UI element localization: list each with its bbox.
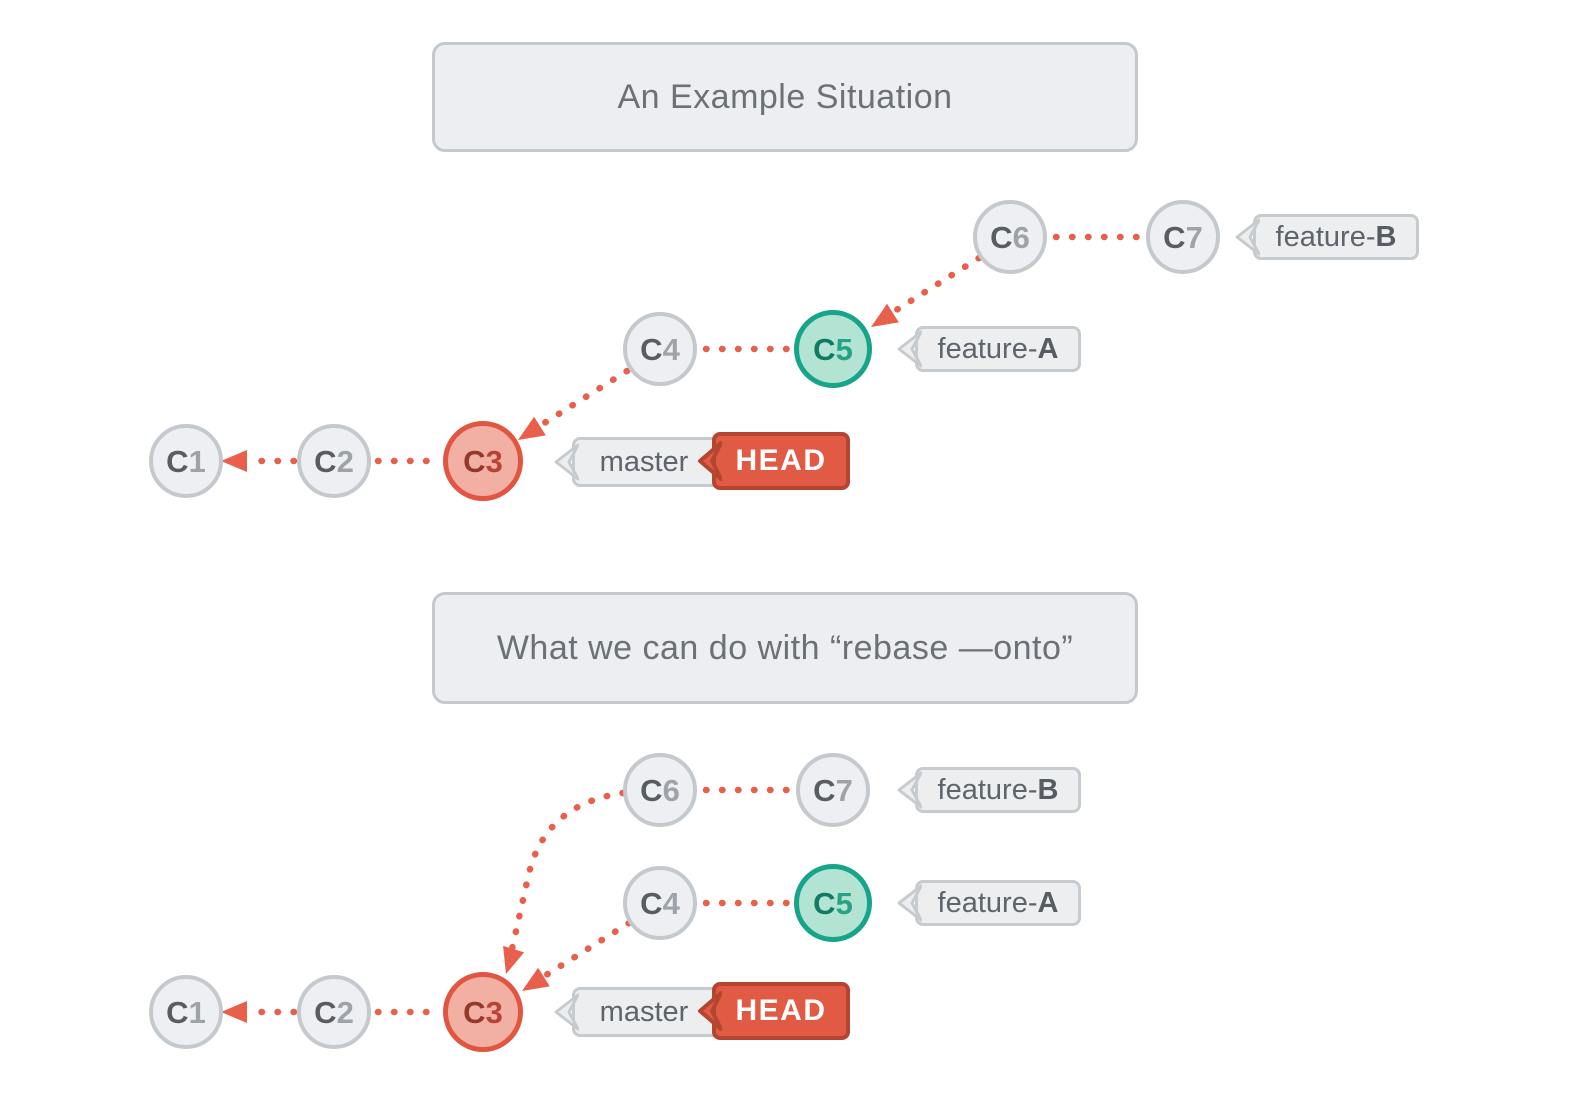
branch-label-top-feature-a: feature-A <box>897 326 1081 372</box>
commit-digit: 6 <box>1012 219 1030 255</box>
commit-digit: 6 <box>662 772 680 808</box>
arrowhead-icon <box>518 416 546 440</box>
bubble-tail-icon <box>897 330 922 368</box>
branch-label-text: master <box>599 445 689 478</box>
commit-letter: C <box>990 219 1013 255</box>
commit-letter: C <box>314 994 337 1030</box>
branch-label-text: feature-B <box>937 773 1059 806</box>
commit-digit: 5 <box>835 331 853 367</box>
title-text: What we can do with “rebase —onto” <box>496 628 1074 667</box>
commit-letter: C <box>166 443 189 479</box>
head-label-top: HEAD <box>698 432 850 490</box>
branch-label-text: master <box>599 995 689 1028</box>
commit-digit: 1 <box>188 994 206 1030</box>
branch-label-bottom-feature-a: feature-A <box>897 880 1081 926</box>
branch-label-text: feature-A <box>937 886 1059 919</box>
commit-digit: 5 <box>835 885 853 921</box>
head-tail-icon <box>698 991 722 1031</box>
branch-label-top-feature-b: feature-B <box>1235 214 1419 260</box>
bubble-tail-icon <box>1235 218 1260 256</box>
commit-letter: C <box>640 772 663 808</box>
branch-label-text: feature-A <box>937 332 1059 365</box>
title-example-situation: An Example Situation <box>432 42 1138 152</box>
commit-letter: C <box>813 885 836 921</box>
head-label-text: HEAD <box>735 994 827 1027</box>
branch-label-top-master: master <box>554 437 768 487</box>
bubble-tail-icon <box>554 443 579 481</box>
commit-digit: 3 <box>485 443 503 479</box>
commit-digit: 3 <box>485 994 503 1030</box>
bubble-tail-icon <box>554 993 579 1031</box>
edge-top-c6-c5 <box>886 254 983 318</box>
edge-bottom-c4-c3 <box>539 919 633 981</box>
head-label-bottom: HEAD <box>698 982 850 1040</box>
commit-digit: 4 <box>662 885 680 921</box>
arrowhead-icon <box>871 303 899 327</box>
bubble-tail-icon <box>897 884 922 922</box>
arrowhead-icon <box>503 945 525 974</box>
edge-bottom-c6-c3 <box>508 789 627 953</box>
title-rebase-onto: What we can do with “rebase —onto” <box>432 592 1138 704</box>
commit-letter: C <box>640 331 663 367</box>
title-text: An Example Situation <box>617 77 953 116</box>
branch-label-text: feature-B <box>1275 220 1397 253</box>
arrowhead-icon <box>522 967 550 991</box>
commit-digit: 7 <box>835 772 853 808</box>
commit-digit: 2 <box>336 443 354 479</box>
head-tail-icon <box>698 441 722 481</box>
arrowhead-icon <box>221 450 247 472</box>
commit-letter: C <box>813 772 836 808</box>
commit-letter: C <box>1163 219 1186 255</box>
commit-digit: 1 <box>188 443 206 479</box>
commit-digit: 4 <box>662 331 680 367</box>
commit-letter: C <box>463 443 486 479</box>
arrowhead-icon <box>221 1001 247 1023</box>
commit-letter: C <box>314 443 337 479</box>
bubble-tail-icon <box>897 771 922 809</box>
commit-letter: C <box>463 994 486 1030</box>
commit-letter: C <box>813 331 836 367</box>
commit-letter: C <box>166 994 189 1030</box>
commit-letter: C <box>640 885 663 921</box>
branch-label-bottom-feature-b: feature-B <box>897 767 1081 813</box>
head-label-text: HEAD <box>735 444 827 477</box>
commit-digit: 2 <box>336 994 354 1030</box>
edge-top-c4-c3 <box>534 367 631 431</box>
commit-digit: 7 <box>1185 219 1203 255</box>
